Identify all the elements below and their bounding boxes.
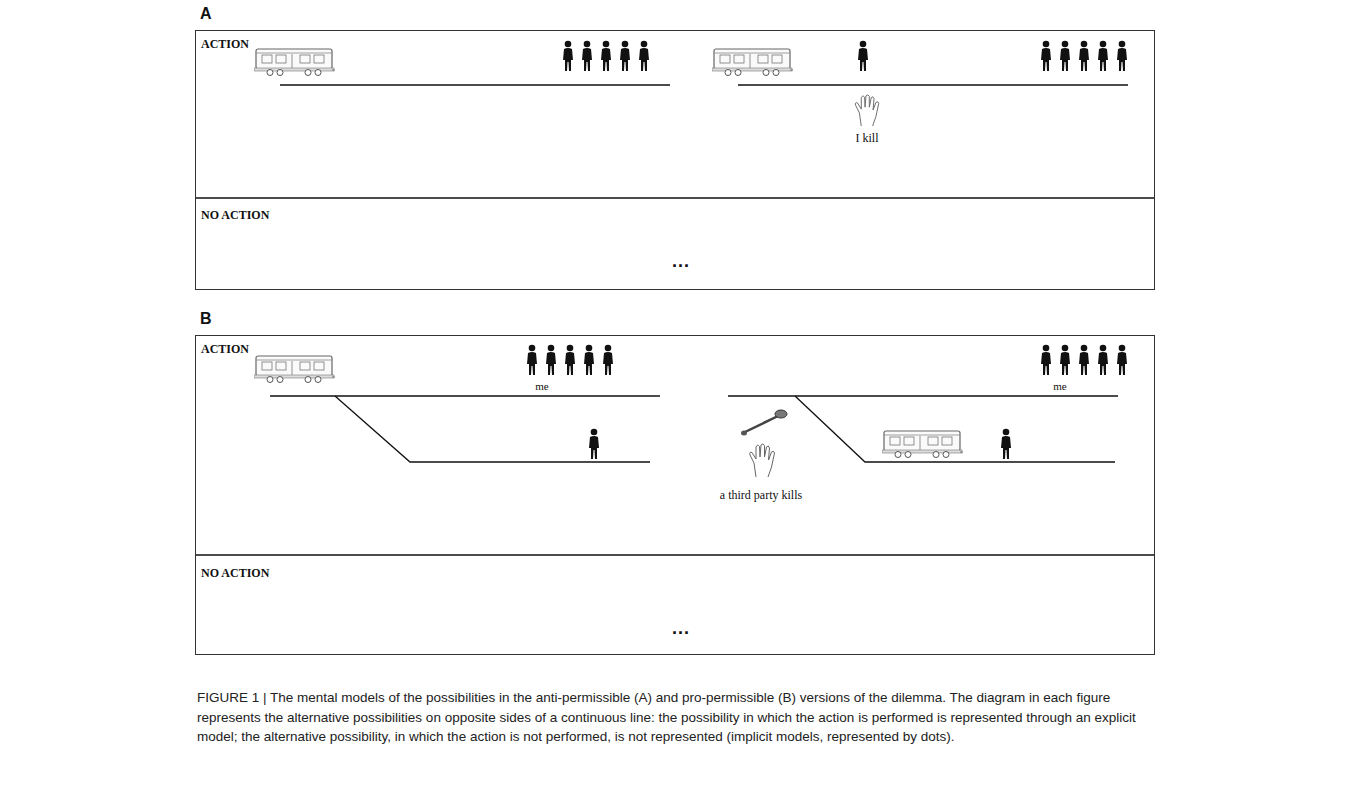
implicit-model-dots: ... — [672, 251, 690, 272]
implicit-model-dots: ... — [672, 618, 690, 639]
section-heading: ACTION — [201, 37, 249, 52]
panel-letter: B — [200, 310, 212, 328]
panel-box: BACTIONmemea third party killsNO ACTION.… — [195, 335, 1155, 655]
section-heading: ACTION — [201, 342, 249, 357]
panel-letter: A — [200, 5, 212, 23]
agent-label: I kill — [856, 131, 879, 146]
section-heading: NO ACTION — [201, 208, 269, 223]
agent-label: a third party kills — [720, 488, 802, 503]
self-label: me — [535, 380, 548, 392]
panel-box: AACTIONI killNO ACTION... — [195, 30, 1155, 290]
self-label: me — [1053, 380, 1066, 392]
section-heading: NO ACTION — [201, 566, 269, 581]
figure-caption: FIGURE 1 | The mental models of the poss… — [197, 688, 1159, 747]
